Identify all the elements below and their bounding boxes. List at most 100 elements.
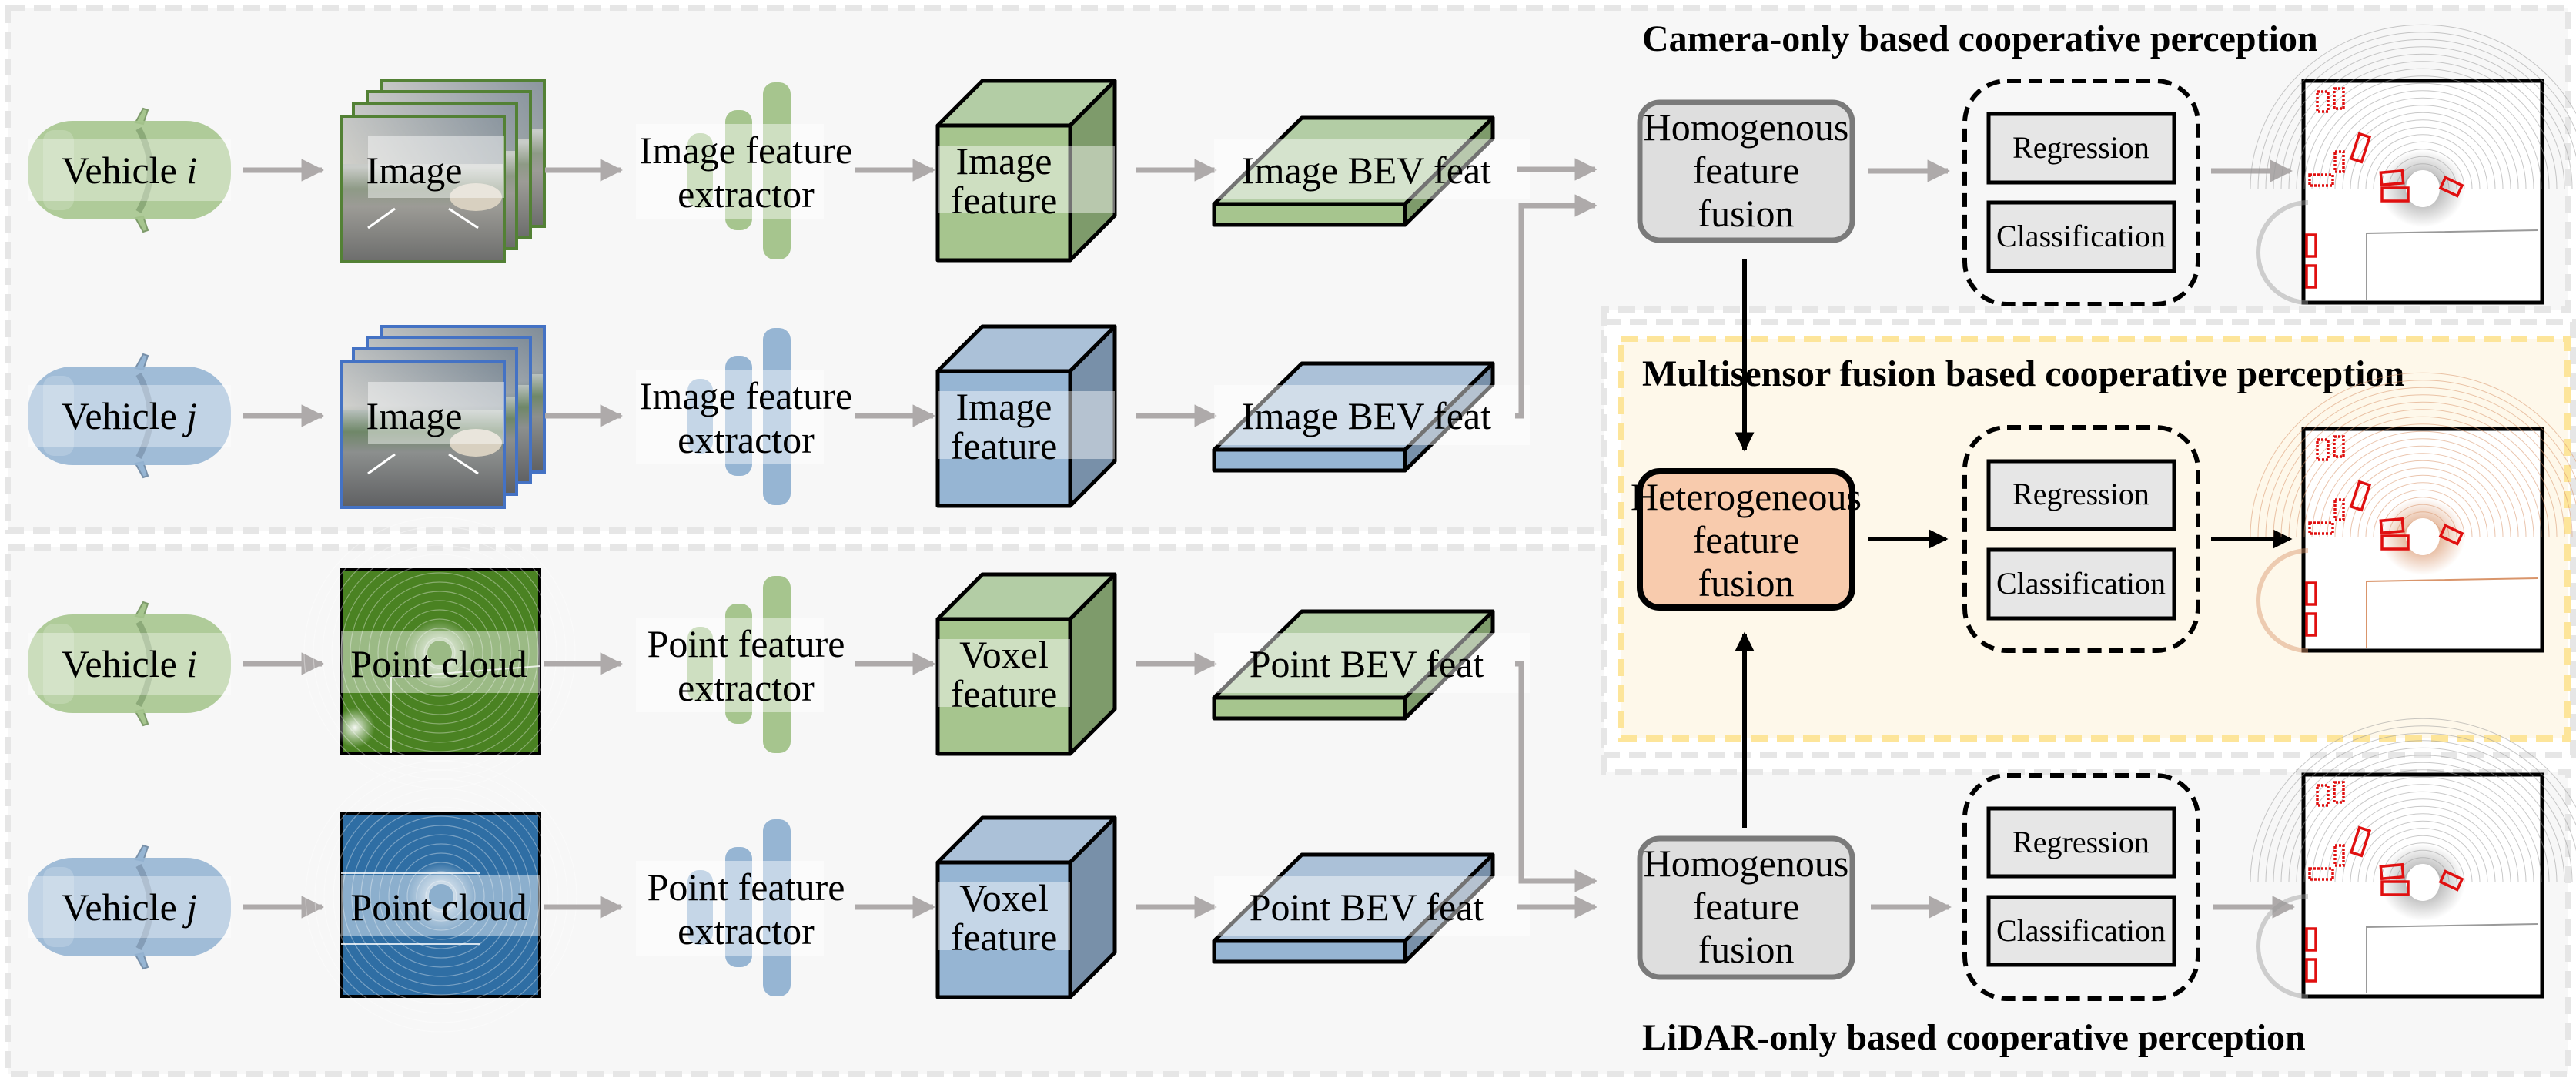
car-icon [28, 353, 231, 479]
car-icon [28, 844, 231, 970]
scan-ring [377, 591, 502, 715]
input-label: Image [366, 394, 463, 437]
scan-ring [313, 526, 567, 780]
car-windshield-icon [135, 373, 153, 459]
slab-front-face [1212, 939, 1407, 964]
extractor-layer-large [763, 328, 791, 505]
extractor-layer-large [763, 819, 791, 996]
cube-front-face [935, 123, 1072, 263]
scan-ring [359, 572, 520, 734]
heterogeneous-fusion-label-2: feature [1693, 518, 1800, 561]
camera-detection-result-image [2250, 24, 2576, 305]
lidar-regression-label: Regression [2012, 825, 2149, 859]
label-backdrop [368, 136, 504, 198]
car-windshield-icon [135, 127, 153, 213]
detection-bounding-box [2380, 880, 2410, 896]
ego-hole [429, 884, 453, 909]
scan-arc [2365, 134, 2481, 189]
road-marking [448, 207, 479, 229]
scan-arc [2357, 820, 2488, 883]
voxel-feature-cube [935, 815, 1117, 999]
detection-bounding-box [2305, 612, 2317, 637]
scan-arc [2303, 424, 2542, 537]
camera-section-title: Camera-only based cooperative perception [1642, 18, 2318, 59]
detection-bounding-box [2349, 825, 2372, 858]
feature-extractor-icon [687, 82, 791, 259]
detection-bounding-box [2316, 438, 2330, 461]
scan-density [2256, 894, 2309, 999]
empty-area [2367, 233, 2539, 300]
label-backdrop [938, 146, 1115, 213]
car-icon [28, 107, 231, 233]
extractor-layer-small [687, 379, 713, 454]
extractor-layer-small [687, 870, 713, 945]
vehicle-label-text: Vehicle [62, 886, 186, 929]
scene-car [450, 429, 502, 457]
lidar-regression-head [1986, 806, 2176, 879]
image-stack [340, 325, 546, 509]
multisensor-regression-label: Regression [2012, 477, 2149, 511]
camera-fusion-branch: Homogenous feature fusion Regression Cla… [1637, 24, 2576, 306]
extractor-layer-large [763, 82, 791, 259]
scan-arc [2327, 97, 2519, 189]
scan-ring [322, 535, 557, 771]
detection-bounding-box [2308, 867, 2334, 881]
scan-ring [388, 843, 494, 949]
lidar-bev-connectors [1515, 661, 1597, 919]
detection-bounding-box [2305, 927, 2317, 952]
car-body-icon [28, 367, 231, 465]
label-backdrop [636, 618, 824, 712]
scan-arc [2350, 813, 2496, 883]
scan-ring [314, 769, 568, 1023]
scan-arc [2250, 24, 2576, 189]
vehicle-label-variable: i [186, 149, 197, 192]
extractor-label-2: extractor [677, 909, 815, 952]
label-backdrop [1214, 876, 1530, 936]
detection-bounding-box [2308, 173, 2334, 187]
scan-arc [2296, 416, 2550, 537]
vehicle-label-text: Vehicle [62, 642, 186, 685]
image-sky [343, 363, 503, 410]
lidar-heads-group [1962, 773, 2200, 1001]
scan-arc [2273, 740, 2573, 883]
slab-front-face [1212, 447, 1407, 473]
camera-classification-head [1986, 200, 2176, 273]
label-backdrop [368, 382, 504, 444]
point-bev-slab [1212, 609, 1495, 721]
lidar-detection-result-image [2250, 718, 2576, 999]
scan-arc [2250, 718, 2576, 883]
feature-extractor-icon [687, 328, 791, 505]
extractor-layer-medium [725, 604, 752, 724]
lidar-section-title: LiDAR-only based cooperative perception [1642, 1017, 2306, 1058]
detection-bounding-box [2305, 958, 2317, 983]
scan-arc [2280, 401, 2565, 537]
empty-area [2367, 927, 2539, 993]
camera-heads-group [1962, 79, 2200, 306]
scan-arc [2319, 438, 2527, 537]
scan-arc [2288, 409, 2558, 537]
label-backdrop [636, 861, 824, 956]
point-bev-slab [1212, 852, 1495, 964]
detection-bounding-box [2308, 521, 2334, 535]
scan-arc [2303, 769, 2542, 883]
input-label: Image [366, 149, 463, 192]
scan-arc [2350, 467, 2496, 537]
scan-arc [2350, 119, 2496, 189]
heterogeneous-fusion-box [1637, 468, 1855, 611]
car-windshield-icon [135, 621, 153, 707]
scan-ring [397, 852, 485, 940]
scan-arc [2311, 776, 2534, 883]
image-bev-slab [1212, 361, 1495, 473]
lidar-fusion-label-3: fusion [1698, 928, 1795, 971]
scan-arc [2265, 732, 2576, 883]
scan-arc [2296, 68, 2550, 189]
extractor-layer-medium [725, 356, 752, 476]
scan-density [2256, 200, 2309, 305]
extractor-layer-large [763, 576, 791, 753]
label-backdrop [938, 639, 1070, 707]
scan-ring [350, 563, 530, 743]
car-icon [28, 601, 231, 727]
